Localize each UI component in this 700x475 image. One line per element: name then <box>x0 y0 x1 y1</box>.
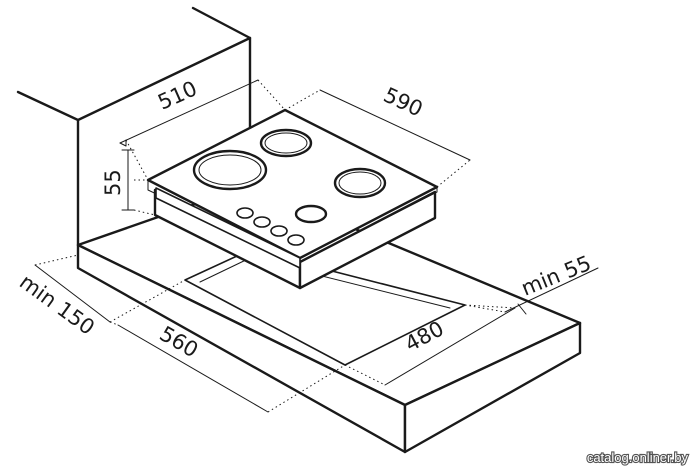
dimension-height: 55 <box>101 149 156 216</box>
burner-large <box>192 149 268 191</box>
burners <box>192 128 387 224</box>
control-knobs <box>236 207 305 246</box>
burner-small <box>294 204 328 224</box>
dimension-height-label: 55 <box>101 169 125 196</box>
hob <box>146 108 439 290</box>
dimension-width-label: 590 <box>380 83 426 122</box>
watermark: catalog.onliner.by <box>587 450 689 465</box>
burner-back <box>259 128 313 158</box>
dimension-min-side-label: min 55 <box>518 251 595 301</box>
burner-right <box>333 167 387 199</box>
